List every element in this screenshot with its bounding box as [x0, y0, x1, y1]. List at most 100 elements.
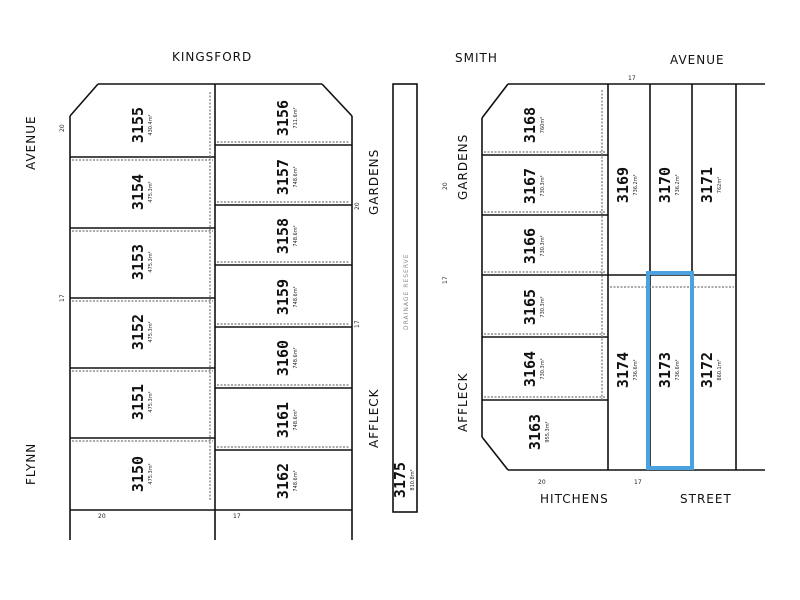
- lot-number: 3150: [129, 456, 147, 492]
- lot-area: 748.6m²: [293, 347, 299, 368]
- lot-number: 3162: [274, 463, 292, 499]
- lot-area: 748.6m²: [293, 409, 299, 430]
- lot-number: 3166: [521, 228, 539, 264]
- road-width-label: 17: [354, 320, 361, 328]
- lot-number: 3170: [656, 167, 674, 203]
- lot-area: 730.3m²: [540, 296, 546, 317]
- lot-number: 3171: [698, 167, 716, 203]
- lot-area: 748.6m²: [293, 470, 299, 491]
- lot-number: 3152: [129, 314, 147, 350]
- lot-area: 730.3m²: [540, 358, 546, 379]
- drainage-reserve-lot: [392, 83, 418, 513]
- road-width-label: 20: [354, 202, 361, 210]
- drainage-reserve-label: DRAINAGE RESERVE: [403, 253, 410, 330]
- lot-area: 736.6m²: [633, 359, 639, 380]
- lot-number: 3172: [698, 352, 716, 388]
- road-width-label: 17: [628, 75, 636, 82]
- lot-area: 736.6m²: [675, 359, 681, 380]
- street-label-gardens-right: GARDENS: [456, 134, 470, 200]
- lot-number: 3163: [526, 414, 544, 450]
- lot-area: 430.4m²: [148, 114, 154, 135]
- lot-area: 736.2m²: [633, 174, 639, 195]
- road-width-label: 20: [98, 513, 106, 520]
- lot-area: 730.3m²: [540, 235, 546, 256]
- street-label-hitchens: HITCHENS: [540, 492, 609, 506]
- lot-number: 3157: [274, 159, 292, 195]
- street-label-flynn: FLYNN: [24, 443, 38, 485]
- lot-boundary: [481, 83, 509, 119]
- lot-area: 730.3m²: [540, 175, 546, 196]
- street-label-affleck-left: AFFLECK: [367, 388, 381, 448]
- lot-area: 475.3m²: [148, 321, 154, 342]
- lot-number: 3153: [129, 244, 147, 280]
- lot-boundary: [321, 83, 353, 117]
- lot-number: 3161: [274, 402, 292, 438]
- street-label-street: STREET: [680, 492, 732, 506]
- lot-area: 748.6m²: [293, 225, 299, 246]
- street-label-avenue-top: AVENUE: [670, 53, 725, 67]
- road-width-label: 20: [442, 182, 449, 190]
- lot-area: 711.6m²: [293, 107, 299, 128]
- road-width-label: 20: [59, 124, 66, 132]
- lot-boundary: [481, 436, 509, 471]
- lot-number: 3174: [614, 352, 632, 388]
- lot-area: 475.3m²: [148, 181, 154, 202]
- lot-area: 860.1m²: [717, 359, 723, 380]
- lot-number: 3158: [274, 218, 292, 254]
- lot-area: 475.3m²: [148, 391, 154, 412]
- lot-number: 3160: [274, 340, 292, 376]
- highlighted-lot-3173-outline: [646, 271, 694, 470]
- road-width-label: 20: [538, 479, 546, 486]
- lot-number: 3169: [614, 167, 632, 203]
- lot-area: 748.6m²: [293, 166, 299, 187]
- street-label-kingsford: KINGSFORD: [172, 50, 252, 64]
- road-width-label: 17: [634, 479, 642, 486]
- lot-number: 3173: [656, 352, 674, 388]
- lot-area: 955.3m²: [545, 421, 551, 442]
- road-width-label: 17: [442, 276, 449, 284]
- street-label-avenue-left: AVENUE: [24, 115, 38, 170]
- lot-area: 736.2m²: [675, 174, 681, 195]
- lot-number: 3165: [521, 289, 539, 325]
- lot-area: 475.3m²: [148, 251, 154, 272]
- lot-boundary: [69, 83, 99, 117]
- road-width-label: 17: [59, 294, 66, 302]
- lot-number: 3159: [274, 279, 292, 315]
- lot-number: 3155: [129, 107, 147, 143]
- street-label-smith: SMITH: [455, 51, 498, 65]
- lot-area: 748.6m²: [293, 286, 299, 307]
- lot-area: 475.3m²: [148, 463, 154, 484]
- lot-area: 762m²: [717, 177, 723, 193]
- lot-number: 3154: [129, 174, 147, 210]
- lot-area: 810.8m²: [410, 469, 416, 490]
- street-label-gardens-left: GARDENS: [367, 149, 381, 215]
- lot-number: 3164: [521, 351, 539, 387]
